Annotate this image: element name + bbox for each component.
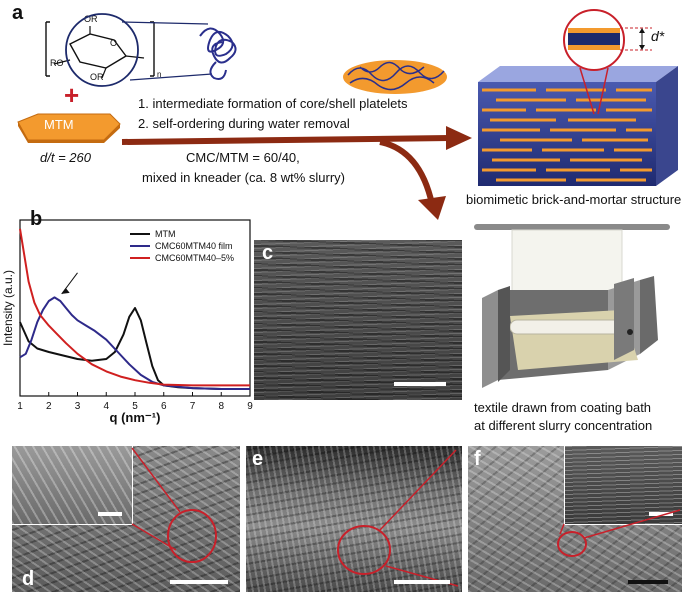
scale-bar-f-inset bbox=[649, 512, 673, 516]
panel-b-letter: b bbox=[30, 208, 43, 230]
panel-f-letter: f bbox=[474, 448, 481, 470]
chem-o-ring: O bbox=[110, 38, 118, 48]
legend-label-0: MTM bbox=[155, 229, 176, 239]
saxs-intensity-chart: 1 2 3 4 5 6 7 8 9 q (nm⁻¹) Intensity (a.u.) MTM CMC6… bbox=[1, 219, 253, 425]
kneader-note: mixed in kneader (ca. 8 wt% slurry) bbox=[142, 170, 346, 185]
x-tick-label: 4 bbox=[103, 401, 109, 412]
x-tick-label: 7 bbox=[190, 401, 196, 412]
sem-image-e bbox=[246, 446, 462, 592]
composition-ratio: CMC/MTM = 60/40, bbox=[186, 150, 300, 165]
brick-mortar-caption: biomimetic brick-and-mortar structure bbox=[466, 192, 682, 207]
scale-bar-d bbox=[170, 580, 228, 584]
d-star-label: d* bbox=[651, 28, 665, 44]
scale-bar-f bbox=[628, 580, 668, 584]
zoom-indicator-e bbox=[337, 449, 459, 587]
x-tick-label: 6 bbox=[161, 401, 167, 412]
chem-n-subscript: n bbox=[157, 70, 162, 79]
x-tick-label: 1 bbox=[17, 401, 23, 412]
chem-or-top: OR bbox=[84, 14, 98, 24]
panel-d-letter: d bbox=[22, 568, 35, 590]
panel-a-letter: a bbox=[12, 2, 24, 24]
textile-caption-line-2: at different slurry concentration bbox=[474, 418, 653, 433]
textile-caption-line-1: textile drawn from coating bath bbox=[474, 400, 652, 415]
process-step-2: 2. self-ordering during water removal bbox=[138, 116, 350, 131]
mtm-platelet-icon bbox=[17, 113, 121, 143]
sem-image-d bbox=[12, 446, 240, 592]
scale-bar-d-inset bbox=[98, 512, 122, 516]
x-tick-label: 3 bbox=[75, 401, 81, 412]
chem-or-right: OR bbox=[90, 72, 104, 82]
x-tick-label: 8 bbox=[218, 401, 224, 412]
chem-ro-left: RO bbox=[50, 58, 64, 68]
zoom-indicator-d bbox=[131, 447, 217, 563]
scale-bar-c bbox=[394, 382, 446, 386]
process-arrows bbox=[121, 126, 472, 220]
x-axis-label: q (nm⁻¹) bbox=[110, 410, 161, 425]
x-tick-label: 5 bbox=[132, 401, 138, 412]
scale-bar-e bbox=[394, 580, 450, 584]
panel-e-letter: e bbox=[252, 448, 264, 470]
zoom-indicator-f bbox=[557, 509, 681, 557]
sem-inset-d bbox=[12, 446, 133, 525]
y-axis-label: Intensity (a.u.) bbox=[1, 270, 15, 346]
dt-ratio-label: d/t = 260 bbox=[40, 150, 91, 165]
annotation-arrowhead bbox=[61, 287, 70, 294]
legend-label-1: CMC60MTM40 film bbox=[155, 241, 233, 251]
textile-coating-bath bbox=[474, 224, 670, 388]
x-tick-label: 2 bbox=[46, 401, 52, 412]
panel-c-letter: c bbox=[262, 242, 274, 264]
mtm-label: MTM bbox=[44, 117, 74, 132]
sem-inset-f bbox=[564, 446, 682, 525]
sem-image-c bbox=[254, 240, 462, 400]
core-shell-platelet bbox=[343, 60, 447, 94]
legend-label-2: CMC60MTM40–5% bbox=[155, 253, 234, 263]
series-line-1 bbox=[19, 296, 250, 390]
series-line-0 bbox=[19, 307, 250, 390]
polymer-coil-illustration bbox=[65, 13, 237, 87]
sem-image-f bbox=[468, 446, 682, 592]
x-tick-label: 9 bbox=[247, 401, 253, 412]
plus-sign: + bbox=[64, 80, 80, 110]
process-step-1: 1. intermediate formation of core/shell … bbox=[138, 96, 408, 111]
brick-mortar-structure bbox=[478, 9, 678, 186]
series-line-2 bbox=[19, 228, 250, 387]
